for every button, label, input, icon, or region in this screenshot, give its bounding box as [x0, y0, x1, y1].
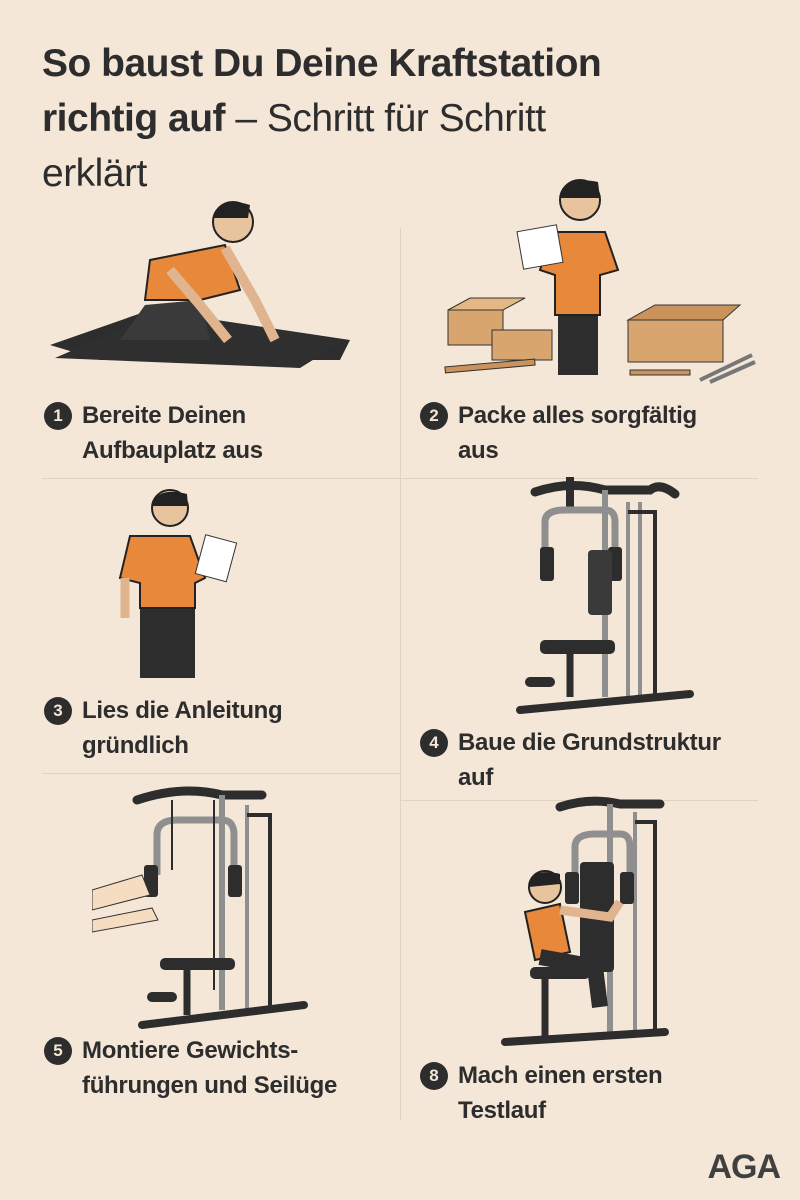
brand-logo: AGA — [707, 1148, 781, 1186]
step-number-badge: 2 — [420, 402, 448, 430]
step-caption-line: Baue die Grundstruktur — [458, 729, 721, 756]
step-caption: Baue die Grundstruktur auf — [458, 725, 721, 795]
column-divider — [400, 228, 401, 1120]
step-caption: Lies die Anleitung gründlich — [82, 693, 283, 763]
step-3: 3 Lies die Anleitung gründlich — [44, 693, 283, 763]
title-line-2-rest: – Schritt für Schritt — [225, 97, 546, 140]
step-number-badge: 5 — [44, 1037, 72, 1065]
step-caption-line: Lies die Anleitung — [82, 697, 283, 724]
step-5: 5 Montiere Gewichts-führungen und Seilüg… — [44, 1033, 337, 1103]
row-divider — [42, 478, 400, 479]
step-caption-line: führungen und Seilüge — [82, 1072, 338, 1099]
step-caption-line: auf — [458, 764, 494, 791]
step-caption-line: Mach einen ersten — [458, 1062, 663, 1089]
step-number-badge: 1 — [44, 402, 72, 430]
title-line-3: erklärt — [42, 152, 147, 195]
step-caption: Montiere Gewichts-führungen und Seilüge — [82, 1033, 337, 1103]
unpacking-boxes-illustration — [444, 179, 756, 384]
row-divider — [400, 478, 758, 479]
step-caption: Packe alles sorgfältig aus — [458, 398, 697, 468]
step-caption-line: gründlich — [82, 732, 189, 759]
step-caption-line: Testlauf — [458, 1097, 546, 1124]
gym-frame-illustration — [516, 477, 694, 714]
person-reading-manual-illustration — [118, 489, 238, 678]
page-title: So baust Du Deine Kraftstation richtig a… — [42, 36, 762, 201]
person-testing-machine-illustration — [501, 796, 669, 1046]
step-caption-line: aus — [458, 437, 499, 464]
row-divider — [42, 773, 400, 774]
cable-mounting-illustration — [92, 786, 308, 1029]
step-2: 2 Packe alles sorgfältig aus — [420, 398, 697, 468]
step-caption-line: Bereite Deinen — [82, 402, 246, 429]
step-caption-line: Montiere Gewichts- — [82, 1037, 298, 1064]
kneeling-person-on-mat-illustration — [50, 201, 350, 368]
step-number-badge: 8 — [420, 1062, 448, 1090]
title-line-1: So baust Du Deine Kraftstation — [42, 42, 602, 85]
step-number-badge: 4 — [420, 729, 448, 757]
step-4: 4 Baue die Grundstruktur auf — [420, 725, 721, 795]
title-line-2-bold: richtig auf — [42, 97, 226, 140]
step-caption-line: Aufbauplatz aus — [82, 437, 263, 464]
step-number-badge: 3 — [44, 697, 72, 725]
step-caption-line: Packe alles sorgfältig — [458, 402, 697, 429]
